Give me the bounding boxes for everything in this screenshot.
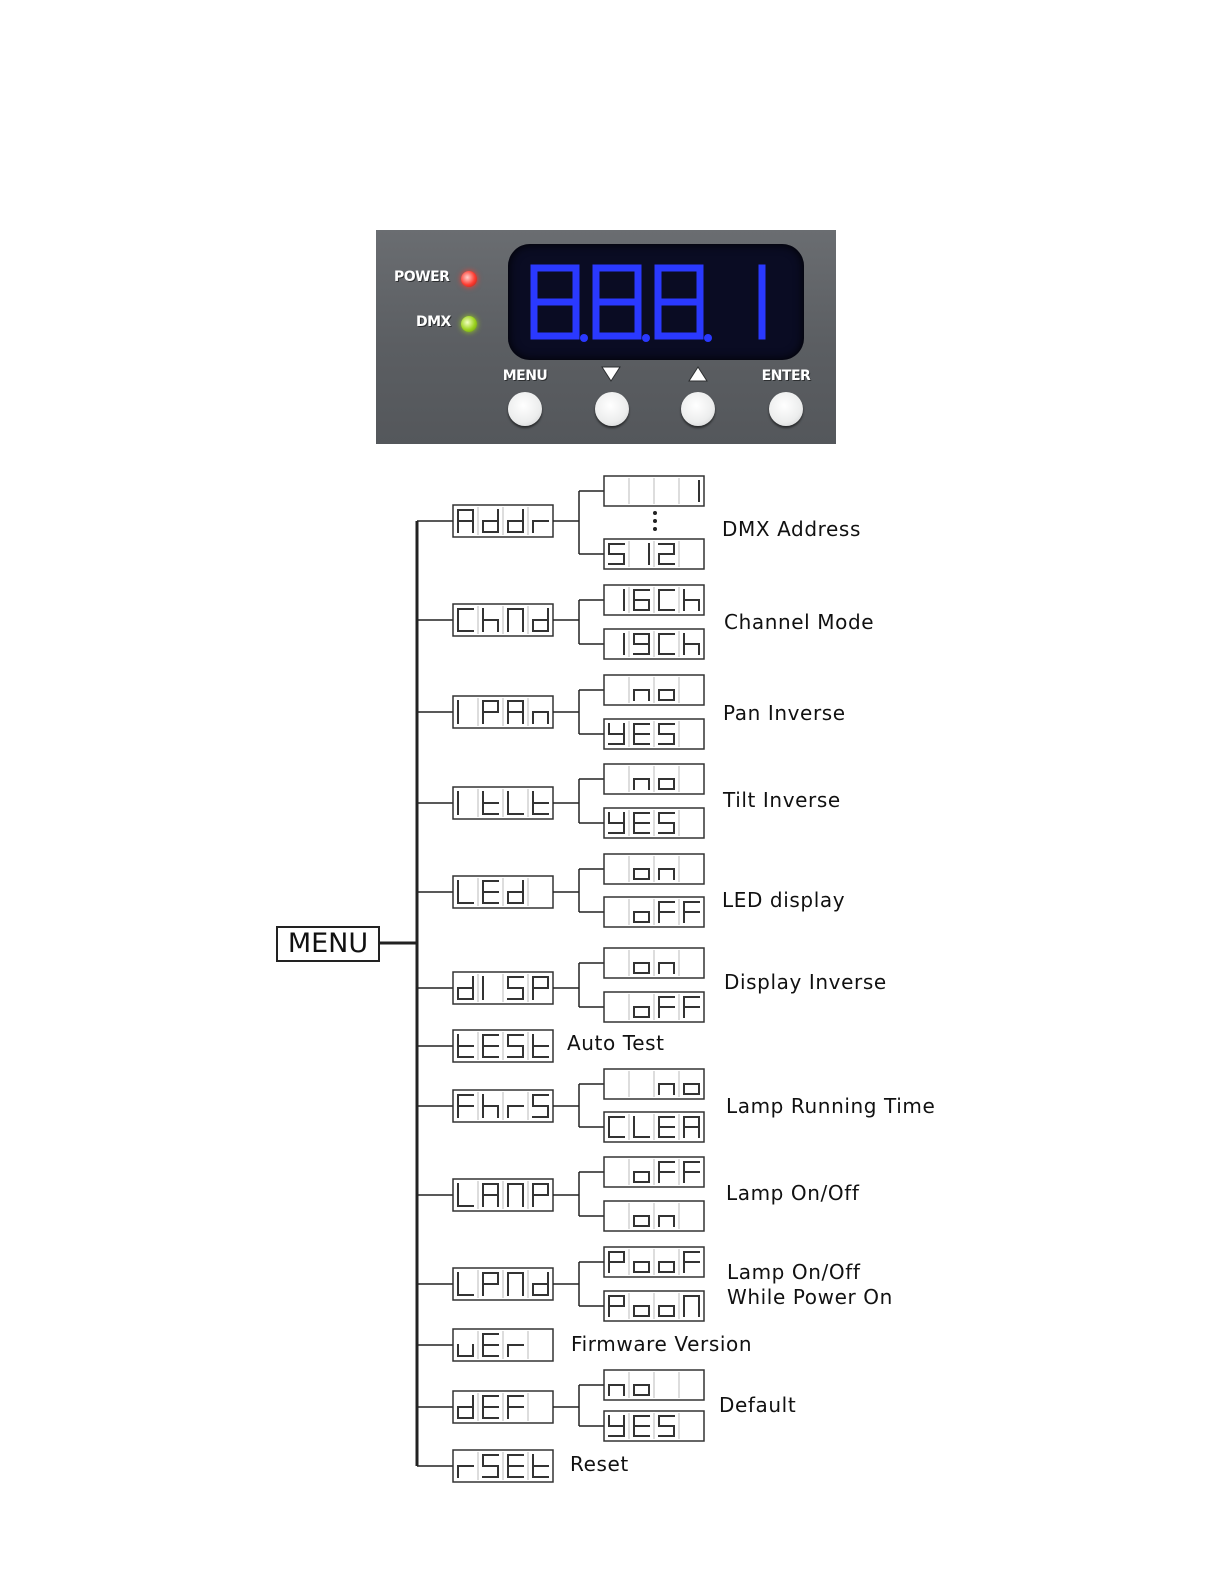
menu-description-9-line2: While Power On xyxy=(727,1285,893,1309)
menu-option-4-1 xyxy=(604,897,704,927)
menu-option-0-0 xyxy=(604,476,704,506)
menu-code-4 xyxy=(453,876,553,908)
menu-option-2-0 xyxy=(604,675,704,705)
ellipsis-dot xyxy=(653,527,657,531)
menu-description-9: Lamp On/Off xyxy=(727,1260,861,1284)
menu-description-10: Firmware Version xyxy=(571,1332,752,1356)
menu-option-1-0 xyxy=(604,585,704,615)
menu-option-4-0 xyxy=(604,854,704,884)
menu-code-0 xyxy=(453,505,553,537)
menu-code-7 xyxy=(453,1090,553,1122)
menu-option-11-0 xyxy=(604,1370,704,1400)
menu-option-9-1 xyxy=(604,1291,704,1321)
ellipsis-dot xyxy=(653,511,657,515)
menu-code-11 xyxy=(453,1391,553,1423)
menu-code-1 xyxy=(453,604,553,636)
menu-option-11-1 xyxy=(604,1411,704,1441)
menu-description-5: Display Inverse xyxy=(724,970,887,994)
menu-option-3-1 xyxy=(604,808,704,838)
ellipsis-dot xyxy=(653,519,657,523)
menu-code-3 xyxy=(453,787,553,819)
menu-option-7-0 xyxy=(604,1069,704,1099)
menu-code-6 xyxy=(453,1030,553,1062)
menu-description-8: Lamp On/Off xyxy=(726,1181,860,1205)
menu-option-0-1 xyxy=(604,539,704,569)
menu-description-0: DMX Address xyxy=(722,517,861,541)
menu-code-5 xyxy=(453,972,553,1004)
menu-root-label: MENU xyxy=(277,927,379,961)
menu-description-6: Auto Test xyxy=(567,1031,665,1055)
menu-description-12: Reset xyxy=(570,1452,629,1476)
menu-option-3-0 xyxy=(604,764,704,794)
menu-option-1-1 xyxy=(604,629,704,659)
menu-option-9-0 xyxy=(604,1247,704,1277)
menu-option-8-1 xyxy=(604,1201,704,1231)
menu-code-10 xyxy=(453,1329,553,1361)
menu-description-4: LED display xyxy=(722,888,845,912)
menu-option-5-1 xyxy=(604,992,704,1022)
menu-option-7-1 xyxy=(604,1112,704,1142)
menu-option-8-0 xyxy=(604,1157,704,1187)
menu-code-2 xyxy=(453,696,553,728)
menu-code-8 xyxy=(453,1179,553,1211)
menu-description-7: Lamp Running Time xyxy=(726,1094,935,1118)
menu-description-1: Channel Mode xyxy=(724,610,874,634)
menu-code-12 xyxy=(453,1450,553,1482)
menu-description-3: Tilt Inverse xyxy=(723,788,841,812)
menu-description-2: Pan Inverse xyxy=(723,701,846,725)
menu-code-9 xyxy=(453,1268,553,1300)
menu-option-5-0 xyxy=(604,948,704,978)
menu-option-2-1 xyxy=(604,719,704,749)
menu-description-11: Default xyxy=(719,1393,796,1417)
